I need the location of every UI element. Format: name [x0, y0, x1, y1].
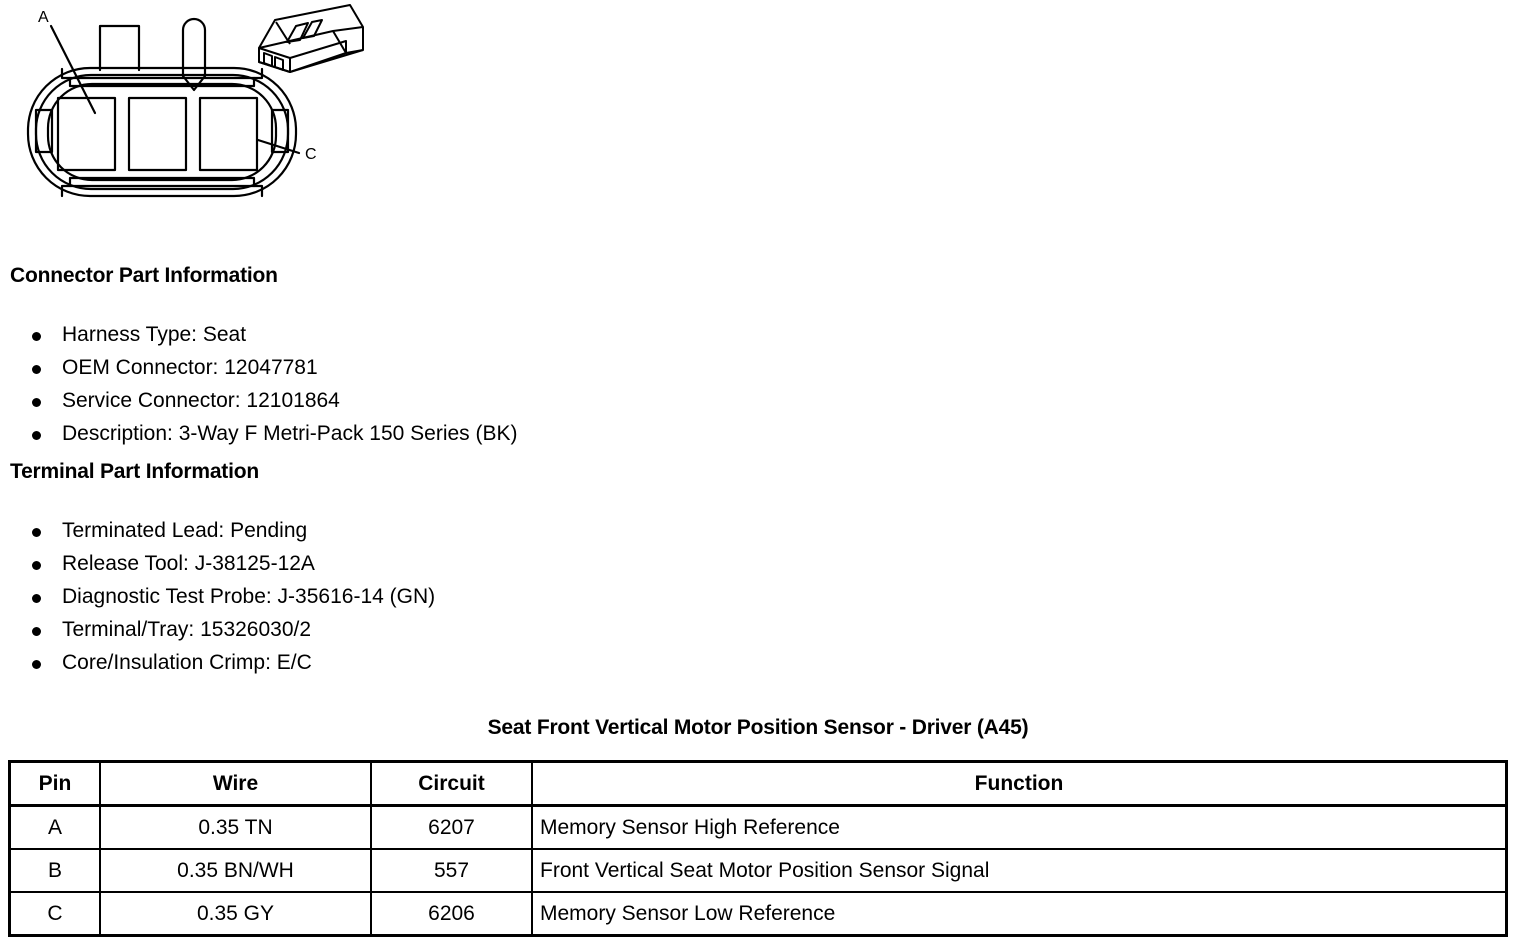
pin-table-header: Pin Wire Circuit Function: [8, 760, 1508, 807]
cell-pin: C: [8, 891, 101, 937]
cell-circuit: 6206: [370, 891, 533, 937]
connector-part-information-list: Harness Type: Seat OEM Connector: 120477…: [0, 318, 518, 450]
pin-table-title: Seat Front Vertical Motor Position Senso…: [487, 716, 1029, 739]
iso-ridge: [275, 21, 291, 45]
pin-table-body: A 0.35 TN 6207 Memory Sensor High Refere…: [8, 804, 1508, 937]
pin-label-c: C: [305, 146, 317, 163]
iso-side-edge: [289, 40, 347, 73]
cell-pin: A: [8, 804, 101, 850]
connector-bottom-ledge: [60, 184, 264, 198]
list-item: Service Connector: 12101864: [0, 384, 518, 417]
iso-latch-fin-b: [302, 19, 323, 39]
iso-cavity-2: [274, 56, 284, 71]
cell-wire: 0.35 BN/WH: [99, 848, 372, 893]
list-item: Core/Insulation Crimp: E/C: [0, 646, 435, 679]
terminal-cavity-c: [198, 96, 259, 172]
leader-line-a: [49, 24, 97, 115]
cell-wire: 0.35 GY: [99, 891, 372, 937]
terminal-cavity-a: [56, 96, 117, 172]
list-item: Terminal/Tray: 15326030/2: [0, 613, 435, 646]
list-item: Terminated Lead: Pending: [0, 514, 435, 547]
connector-outer-shell: [26, 66, 298, 198]
connector-face-view-diagram: A C: [26, 4, 364, 198]
table-row: C 0.35 GY 6206 Memory Sensor Low Referen…: [8, 891, 1508, 937]
list-item: Release Tool: J-38125-12A: [0, 547, 435, 580]
column-header-pin: Pin: [8, 760, 101, 807]
leader-line-c: [256, 138, 301, 155]
iso-latch-fin-a: [286, 22, 309, 43]
cell-pin: B: [8, 848, 101, 893]
connector-left-latch-notch: [34, 108, 54, 154]
table-header-row: Pin Wire Circuit Function: [8, 760, 1508, 807]
list-item: Diagnostic Test Probe: J-35616-14 (GN): [0, 580, 435, 613]
cell-circuit: 557: [370, 848, 533, 893]
pin-label-a: A: [38, 9, 49, 26]
cell-wire: 0.35 TN: [99, 804, 372, 850]
connector-key-tab-rect: [98, 24, 141, 72]
iso-top-face-edge: [332, 30, 364, 54]
cell-function: Memory Sensor High Reference: [531, 804, 1508, 850]
connector-body-cavity-frame: [46, 82, 278, 182]
column-header-function: Function: [531, 760, 1508, 807]
pin-table-container: Pin Wire Circuit Function A 0.35 TN 6207…: [8, 760, 1508, 937]
list-item: Description: 3-Way F Metri-Pack 150 Seri…: [0, 417, 518, 450]
terminal-part-information-list: Terminated Lead: Pending Release Tool: J…: [0, 514, 435, 679]
list-item: OEM Connector: 12047781: [0, 351, 518, 384]
terminal-part-information-heading: Terminal Part Information: [10, 460, 259, 483]
connector-right-latch-notch: [270, 108, 290, 154]
cell-circuit: 6207: [370, 804, 533, 850]
connector-inner-shell: [34, 73, 290, 191]
cell-function: Front Vertical Seat Motor Position Senso…: [531, 848, 1508, 893]
terminal-cavity-b: [127, 96, 188, 172]
connector-lock-post-foot: [181, 74, 207, 92]
column-header-wire: Wire: [99, 760, 372, 807]
connector-isometric-view: [258, 4, 364, 73]
connector-lock-post: [181, 17, 207, 78]
list-item: Harness Type: Seat: [0, 318, 518, 351]
cell-function: Memory Sensor Low Reference: [531, 891, 1508, 937]
iso-cavity-1: [263, 52, 273, 67]
table-row: B 0.35 BN/WH 557 Front Vertical Seat Mot…: [8, 848, 1508, 893]
table-row: A 0.35 TN 6207 Memory Sensor High Refere…: [8, 804, 1508, 850]
column-header-circuit: Circuit: [370, 760, 533, 807]
connector-bottom-ledge-inner: [68, 176, 256, 188]
connector-part-information-heading: Connector Part Information: [10, 264, 278, 287]
pin-table: Pin Wire Circuit Function A 0.35 TN 6207…: [8, 760, 1508, 937]
connector-top-ledge: [60, 67, 264, 80]
connector-top-ledge-inner: [68, 76, 256, 88]
